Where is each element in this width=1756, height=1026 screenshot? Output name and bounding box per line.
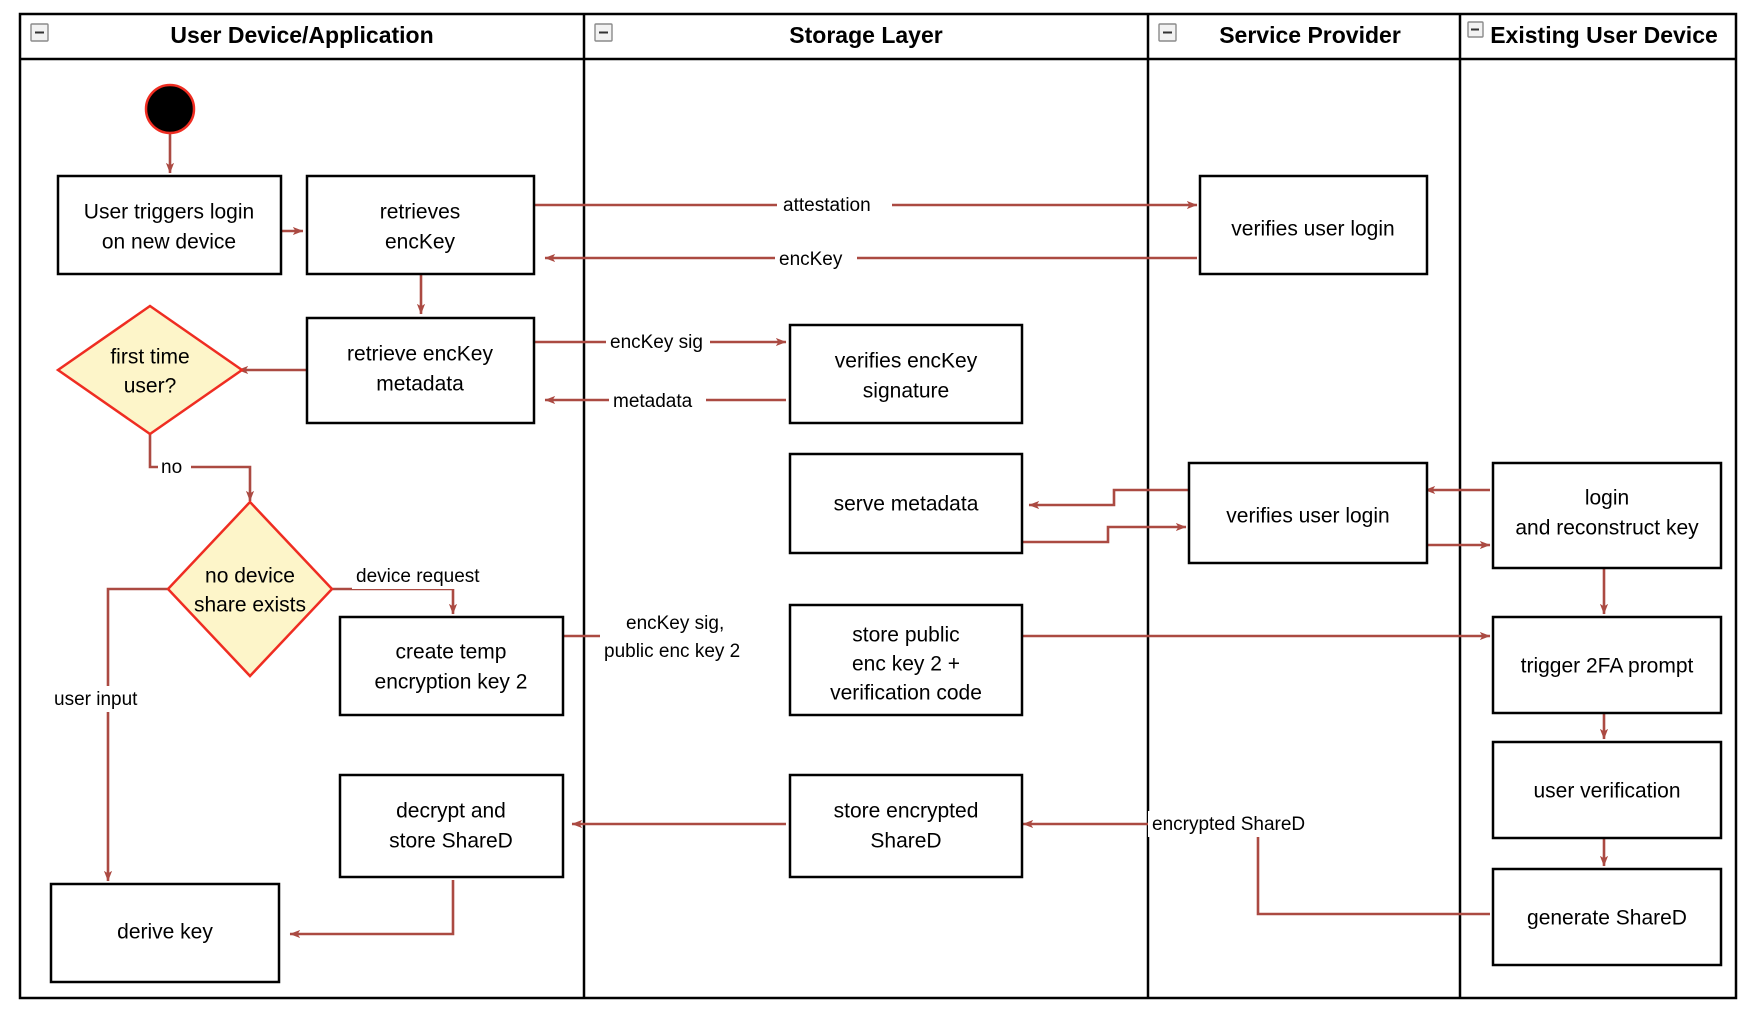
node-store-public-enc-key-2[interactable]: store public enc key 2 + verification co… (788, 603, 1024, 717)
edge-label-enckey-sig: encKey sig (606, 329, 710, 355)
edge-label-text-line1: encKey sig, (626, 613, 724, 634)
decision-label-line2: share exists (194, 594, 306, 617)
edge-label-text: encKey sig (610, 332, 703, 353)
node-label-line1: decrypt and (396, 800, 506, 823)
node-label: trigger 2FA prompt (1521, 655, 1694, 678)
node-trigger-2fa-prompt[interactable]: trigger 2FA prompt (1491, 615, 1723, 715)
edge-label-text: no (161, 457, 182, 478)
lane-header-service-provider[interactable]: Service Provider (1158, 22, 1401, 48)
collapse-icon-lane-1[interactable] (30, 23, 49, 42)
node-label-line1: login (1585, 487, 1629, 510)
collapse-icon-lane-4[interactable] (1467, 21, 1484, 38)
edge-sp-to-serve-metadata (1028, 488, 1192, 510)
node-label-line2: encKey (385, 231, 456, 254)
node-label: generate ShareD (1527, 907, 1687, 930)
edge-label-text: user input (54, 689, 138, 710)
edge-label-metadata: metadata (609, 388, 706, 414)
decision-no-device-share-exists[interactable]: no device share exists (166, 500, 334, 678)
node-label-line2: encryption key 2 (375, 671, 528, 694)
node-label: user verification (1533, 780, 1680, 803)
node-user-verification[interactable]: user verification (1491, 740, 1723, 840)
node-label-line1: retrieves (380, 201, 461, 224)
node-label-line2: signature (863, 380, 949, 403)
node-label-line1: verifies encKey (835, 350, 978, 373)
node-label-line2: metadata (376, 373, 464, 396)
decision-label-line1: no device (205, 565, 295, 588)
edge-label-text: encrypted ShareD (1152, 814, 1305, 835)
node-label-line1: User triggers login (84, 201, 254, 224)
edge-label-user-input: user input (50, 686, 150, 712)
node-verifies-user-login-1[interactable]: verifies user login (1198, 174, 1429, 276)
node-user-triggers-login[interactable]: User triggers login on new device (56, 174, 283, 276)
node-retrieves-enckey[interactable]: retrieves encKey (305, 174, 536, 276)
lane-title-service-provider: Service Provider (1219, 22, 1401, 48)
lane-header-existing-device[interactable]: Existing User Device (1467, 21, 1718, 48)
edge-label-device-request: device request (352, 563, 500, 589)
lane-title-storage: Storage Layer (789, 22, 942, 48)
node-label: derive key (117, 921, 213, 944)
node-login-and-reconstruct-key[interactable]: login and reconstruct key (1491, 461, 1723, 570)
node-label-line2: ShareD (870, 830, 941, 853)
node-decrypt-and-store-shared[interactable]: decrypt and store ShareD (338, 773, 565, 879)
node-label-line2: and reconstruct key (1515, 517, 1699, 540)
edge-label-text: attestation (783, 195, 871, 216)
edge-no (148, 419, 255, 502)
collapse-icon-lane-2[interactable] (594, 23, 613, 42)
lane-header-storage[interactable]: Storage Layer (594, 22, 943, 48)
node-label-line1: create temp (396, 641, 507, 664)
node-label-line2: on new device (102, 231, 236, 254)
node-label-line1: store public (852, 624, 959, 647)
node-label: serve metadata (834, 493, 979, 516)
node-label-line3: verification code (830, 682, 982, 705)
decision-label-line1: first time (110, 346, 189, 369)
lane-title-existing-device: Existing User Device (1490, 22, 1718, 48)
decision-first-time-user[interactable]: first time user? (55, 304, 245, 436)
edge-label-text: device request (356, 566, 480, 587)
edge-decrypt-to-derive (289, 880, 455, 939)
edge-label-attestation: attestation (777, 192, 892, 218)
decision-label-line2: user? (124, 375, 177, 398)
collapse-icon-lane-3[interactable] (1158, 23, 1177, 42)
node-label: verifies user login (1231, 218, 1394, 241)
edge-device-request (328, 587, 458, 615)
edge-encrypted-shared (1022, 819, 1490, 916)
node-serve-metadata[interactable]: serve metadata (788, 452, 1024, 555)
node-generate-shared[interactable]: generate ShareD (1491, 867, 1723, 967)
edge-label-no: no (158, 454, 191, 480)
node-label-line2: enc key 2 + (852, 653, 960, 676)
initial-node (144, 83, 196, 135)
lane-title-user-device: User Device/Application (170, 22, 433, 48)
node-derive-key[interactable]: derive key (49, 882, 281, 984)
node-verifies-user-login-2[interactable]: verifies user login (1187, 461, 1429, 565)
node-label-line1: store encrypted (834, 800, 979, 823)
node-label-line1: retrieve encKey (347, 343, 493, 366)
node-store-encrypted-shared[interactable]: store encrypted ShareD (788, 773, 1024, 879)
edge-serve-metadata-to-sp (1023, 522, 1187, 544)
edge-label-enckey-sig-public: encKey sig, public enc key 2 (600, 608, 788, 664)
node-label: verifies user login (1226, 505, 1389, 528)
node-label-line2: store ShareD (389, 830, 513, 853)
node-retrieve-enckey-metadata[interactable]: retrieve encKey metadata (305, 316, 536, 425)
edge-label-encrypted-shared: encrypted ShareD (1148, 811, 1338, 837)
edge-label-text: encKey (779, 249, 843, 270)
edge-label-text: metadata (613, 391, 693, 412)
node-verifies-enckey-signature[interactable]: verifies encKey signature (788, 323, 1024, 425)
edge-label-text-line2: public enc key 2 (604, 641, 740, 662)
lane-header-user-device[interactable]: User Device/Application (30, 22, 434, 48)
node-create-temp-encryption-key-2[interactable]: create temp encryption key 2 (338, 615, 565, 717)
edge-label-enckey: encKey (775, 246, 857, 272)
edge-user-input (103, 587, 172, 882)
